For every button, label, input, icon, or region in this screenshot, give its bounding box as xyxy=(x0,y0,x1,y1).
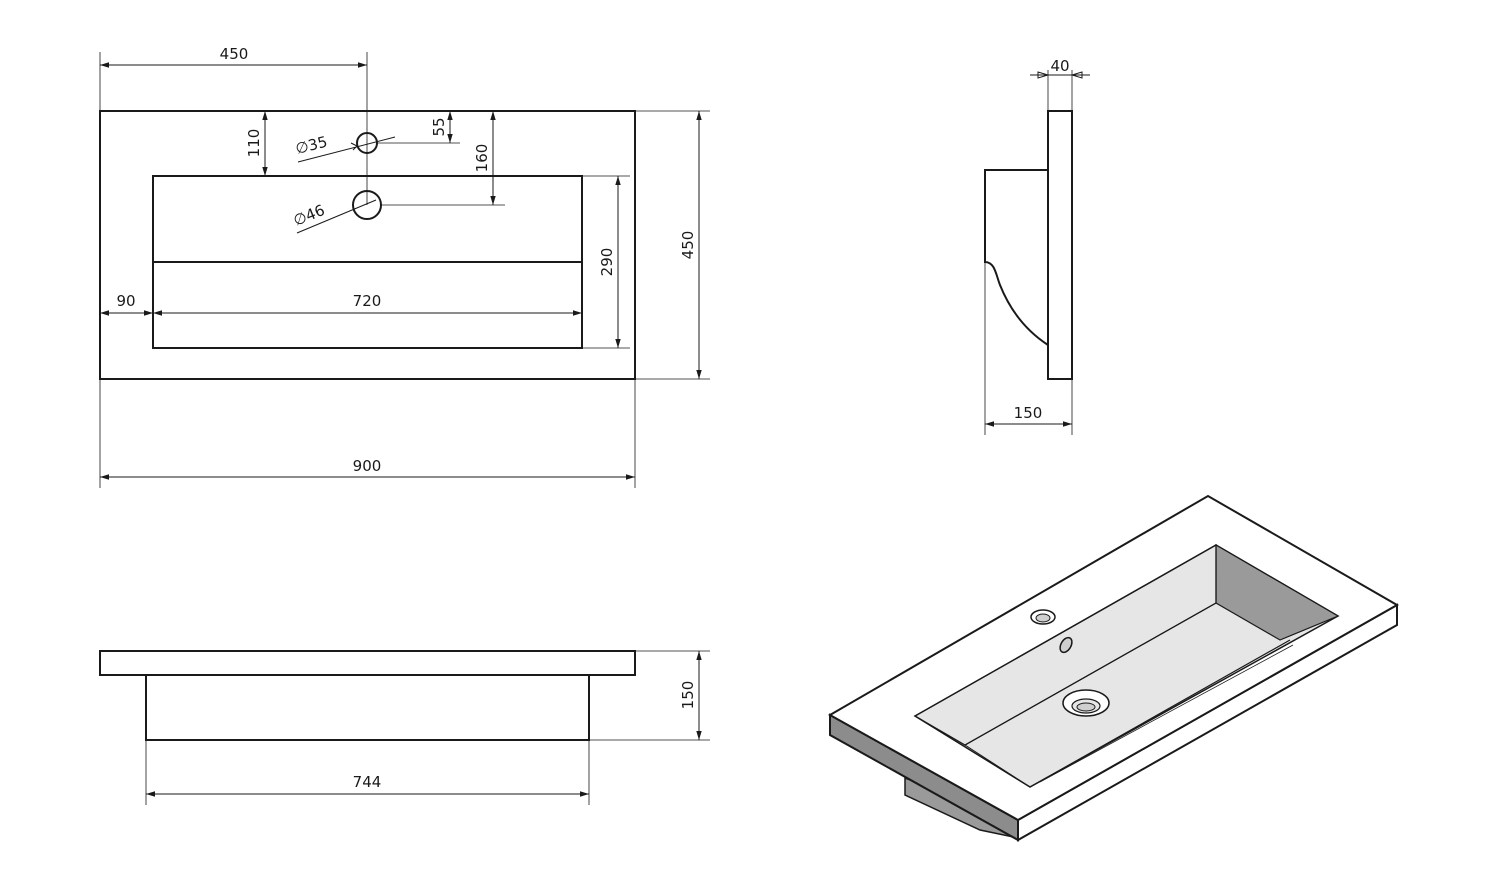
dim-55: 55 xyxy=(430,117,448,136)
dim-450-height: 450 xyxy=(679,231,697,260)
dim-290: 290 xyxy=(598,248,616,277)
iso-tap-hole xyxy=(1030,609,1056,625)
dim-720: 720 xyxy=(353,292,382,310)
dim-46: ∅46 xyxy=(291,201,328,230)
isometric-view xyxy=(827,494,1400,842)
side-basin-profile xyxy=(984,169,1049,346)
countertop-outline xyxy=(99,110,636,380)
front-basin xyxy=(145,674,590,741)
dim-90: 90 xyxy=(116,292,135,310)
dim-40: 40 xyxy=(1050,57,1069,75)
iso-basin-slope xyxy=(1029,639,1291,788)
dim-744: 744 xyxy=(353,773,382,791)
side-view: 40 150 xyxy=(984,57,1090,435)
side-slab xyxy=(1047,110,1073,380)
dim-150-side: 150 xyxy=(1014,404,1043,422)
dim-450-width: 450 xyxy=(220,45,249,63)
front-view: 150 744 xyxy=(99,650,710,805)
dim-110: 110 xyxy=(245,129,263,158)
front-slab xyxy=(99,650,636,676)
top-view: 450 110 55 160 ∅35 ∅46 290 450 90 xyxy=(99,45,710,488)
iso-overflow-hole xyxy=(1059,636,1073,654)
dim-35: ∅35 xyxy=(294,133,330,158)
dim-900: 900 xyxy=(353,457,382,475)
dim-160: 160 xyxy=(473,144,491,173)
iso-drain xyxy=(1062,689,1110,717)
dim-150-front: 150 xyxy=(679,681,697,710)
